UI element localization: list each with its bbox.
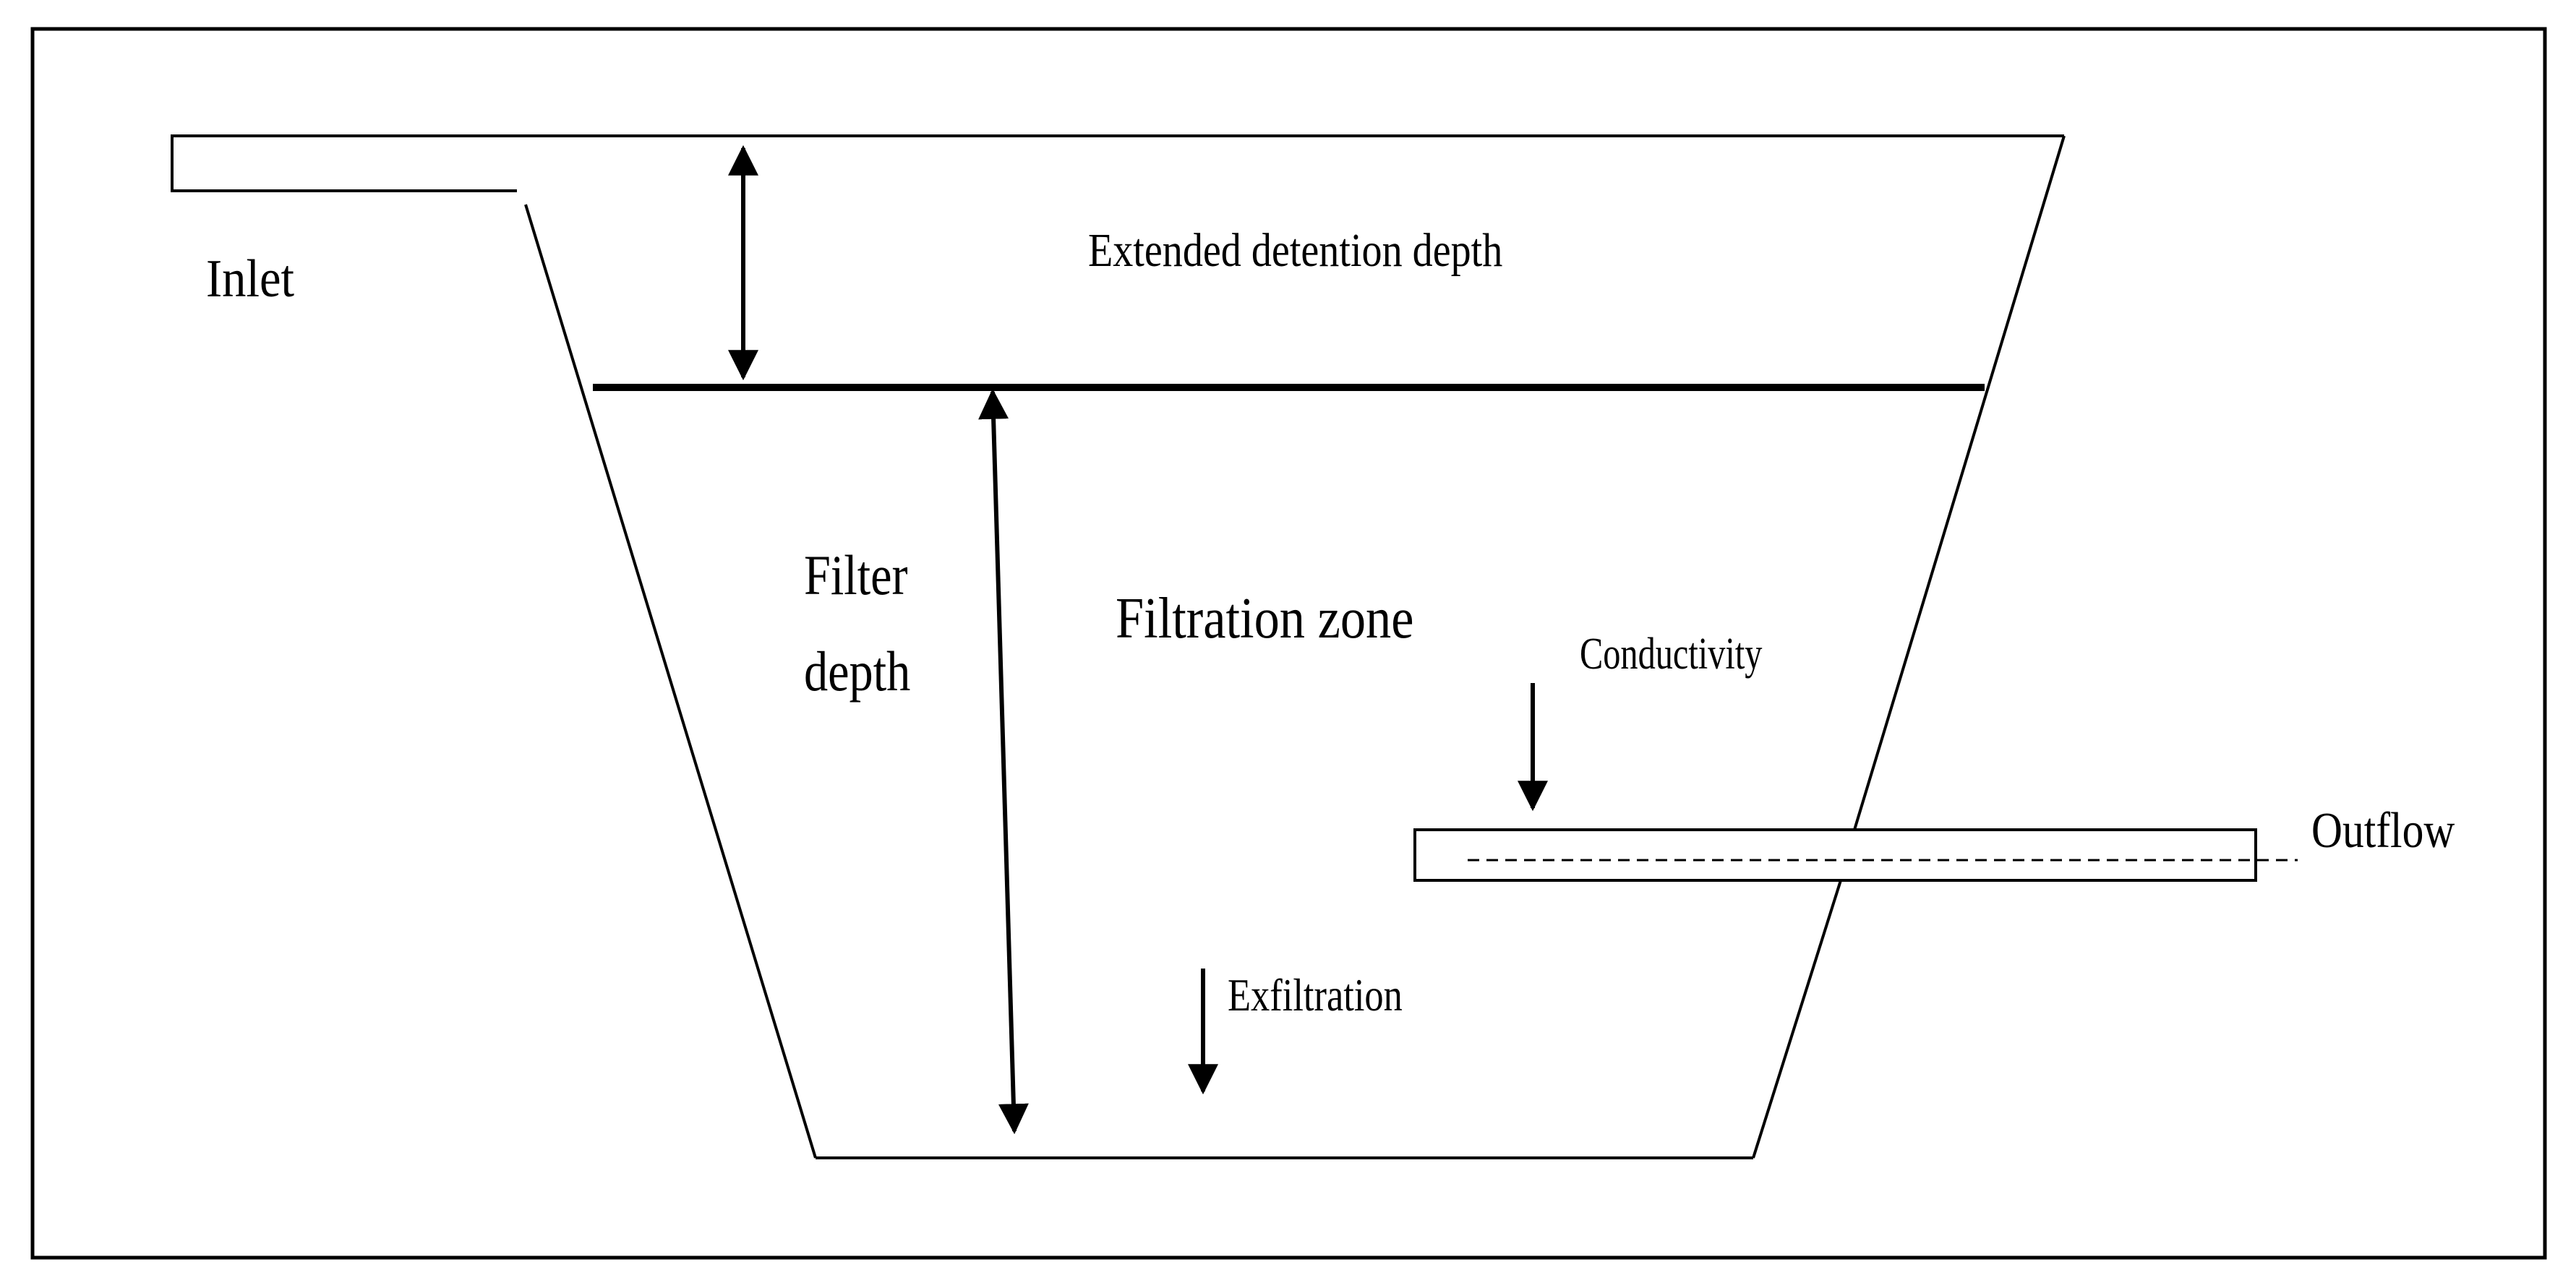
filter-depth-arrow bbox=[978, 388, 1029, 1135]
basin-right-wall-upper bbox=[1853, 135, 2066, 830]
filtration-zone-label: Filtration zone bbox=[1116, 587, 1413, 651]
outflow-label: Outflow bbox=[2311, 803, 2455, 859]
outer-frame bbox=[30, 27, 2547, 1260]
basin-right-wall-lower bbox=[1752, 880, 1842, 1159]
basin-left-wall bbox=[524, 204, 817, 1159]
extended-detention-depth-label: Extended detention depth bbox=[1088, 224, 1502, 277]
exfiltration-label: Exfiltration bbox=[1228, 969, 1403, 1021]
outflow-pipe bbox=[1413, 828, 2257, 882]
inlet-label: Inlet bbox=[206, 249, 294, 309]
inlet-pipe bbox=[171, 134, 2064, 192]
depth-label: depth bbox=[804, 640, 910, 703]
filter-label: Filter bbox=[804, 544, 908, 606]
conductivity-label: Conductivity bbox=[1580, 629, 1763, 679]
